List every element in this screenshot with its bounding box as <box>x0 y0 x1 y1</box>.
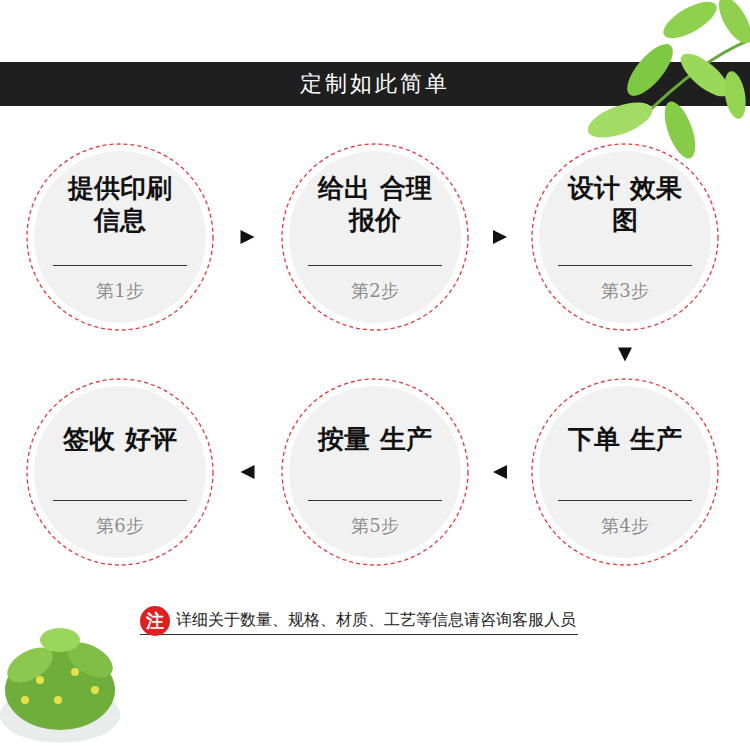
step-name: 签收 好评 <box>63 423 177 455</box>
step-circle: 签收 好评第6步 <box>25 377 215 567</box>
note-underline <box>140 634 578 635</box>
step-circle: 按量 生产第5步 <box>280 377 470 567</box>
circle-outline <box>280 142 470 332</box>
divider-line <box>308 500 442 501</box>
flow-arrow <box>618 332 632 377</box>
step-circle: 设计 效果图第3步 <box>530 142 720 332</box>
arrow-head <box>241 230 255 244</box>
flow-arrow <box>215 230 280 244</box>
step-number: 第5步 <box>280 514 470 538</box>
text-wrap: 签收 好评 <box>25 377 215 500</box>
circle-outline <box>530 377 720 567</box>
step-circle: 给出 合理报价第2步 <box>280 142 470 332</box>
flow-arrow <box>215 465 280 479</box>
divider-line <box>308 265 442 266</box>
step-number: 第3步 <box>530 279 720 303</box>
step-name: 给出 合理报价 <box>318 172 432 236</box>
text-wrap: 提供印刷 信息 <box>25 142 215 265</box>
step-number: 第6步 <box>25 514 215 538</box>
plant <box>0 628 120 743</box>
text-wrap: 按量 生产 <box>280 377 470 500</box>
leaves <box>583 0 750 162</box>
divider-line <box>53 265 187 266</box>
arrow-head <box>493 465 507 479</box>
arrow-head <box>241 465 255 479</box>
step-number: 第1步 <box>25 279 215 303</box>
step-number: 第2步 <box>280 279 470 303</box>
step-circle: 提供印刷 信息第1步 <box>25 142 215 332</box>
step-name: 按量 生产 <box>318 423 432 455</box>
circle-outline <box>25 377 215 567</box>
note-icon: 注 <box>140 606 170 636</box>
step-circle: 下单 生产第4步 <box>530 377 720 567</box>
arrow-head <box>493 230 507 244</box>
step-number: 第4步 <box>530 514 720 538</box>
divider-line <box>558 500 692 501</box>
step-name: 提供印刷 信息 <box>63 172 177 236</box>
circle-outline <box>25 142 215 332</box>
flow-arrow <box>470 465 530 479</box>
divider-line <box>558 265 692 266</box>
circle-outline <box>530 142 720 332</box>
circle-outline <box>280 377 470 567</box>
text-wrap: 设计 效果图 <box>530 142 720 265</box>
divider-line <box>53 500 187 501</box>
arrow-head <box>618 348 632 362</box>
title: 定制如此简单 <box>0 62 750 106</box>
text-wrap: 下单 生产 <box>530 377 720 500</box>
flow-arrow <box>470 230 530 244</box>
note-text: 详细关于数量、规格、材质、工艺等信息请咨询客服人员 <box>176 610 576 631</box>
step-name: 下单 生产 <box>568 423 682 455</box>
text-wrap: 给出 合理报价 <box>280 142 470 265</box>
step-name: 设计 效果图 <box>568 172 682 236</box>
